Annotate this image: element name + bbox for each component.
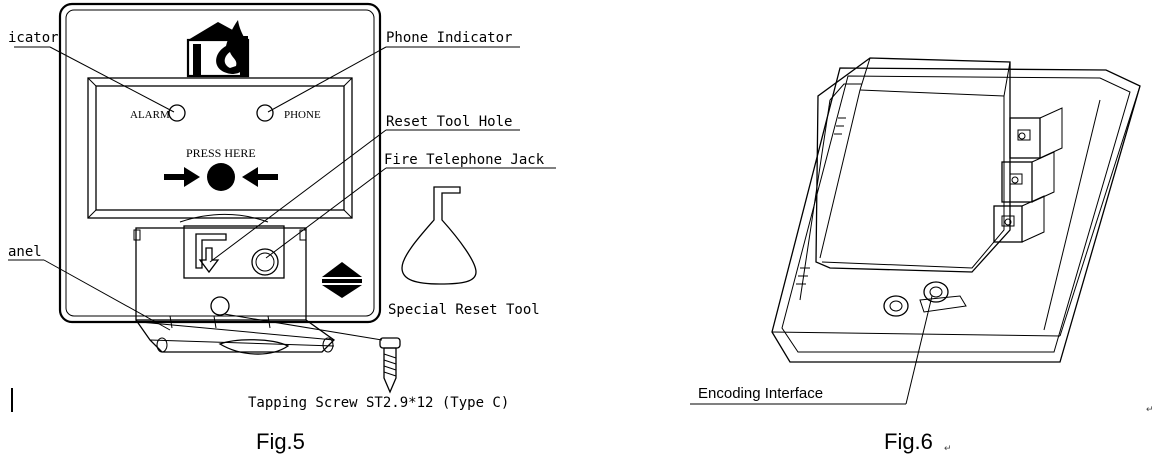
fig5-housing-outer <box>58 2 382 324</box>
press-here-text: PRESS HERE <box>186 146 256 160</box>
arrow-left-icon <box>242 167 278 187</box>
phone-indicator-led <box>256 104 274 122</box>
phone-jack-label: Fire Telephone Jack <box>384 152 545 168</box>
phone-jack-inner <box>255 252 275 272</box>
phone-indicator-text: PHONE <box>284 109 321 121</box>
fig6-corner-mark: ↵ <box>1146 404 1154 414</box>
updown-arrow-icon <box>322 262 362 298</box>
fig5-flap-panel <box>135 315 336 355</box>
fig6-caption-mark: ↵ <box>944 443 952 453</box>
reset-hole-icon <box>195 233 227 274</box>
fig6-base-outline <box>771 67 1141 363</box>
fig6-side-slots <box>796 117 846 285</box>
fig5-cover-frame <box>135 227 307 321</box>
screw-hole <box>210 296 230 316</box>
encoding-interface-port <box>883 281 967 317</box>
press-button <box>207 163 235 191</box>
phone-jack-outer <box>251 248 279 276</box>
house-fire-icon <box>186 20 250 78</box>
reset-tool-label: Special Reset Tool <box>388 302 540 318</box>
fig5-housing-inner <box>65 9 375 317</box>
fig5-caption: Fig.5 <box>256 429 305 454</box>
special-reset-tool-icon <box>401 186 477 285</box>
alarm-indicator-text: ALARM <box>130 109 170 121</box>
screw-label: Tapping Screw ST2.9*12 (Type C) <box>248 395 509 411</box>
fig6-caption: Fig.6 <box>884 429 933 454</box>
fig6-drawing: Encoding Interface Fig.6 ↵ ↵ <box>690 57 1154 454</box>
terminal-block <box>993 107 1063 243</box>
fig5-cover-arch <box>179 214 269 223</box>
arrow-right-icon <box>164 167 200 187</box>
fig6-module-box <box>815 57 1011 273</box>
phone-indicator-label: Phone Indicator <box>386 30 512 46</box>
encoding-interface-label: Encoding Interface <box>698 385 823 402</box>
fig5-window-inner <box>95 85 345 211</box>
reset-hole-label: Reset Tool Hole <box>386 114 512 130</box>
fig5-tool-recess <box>183 225 285 279</box>
panel-label: anel <box>8 244 42 260</box>
alarm-indicator-led <box>168 104 186 122</box>
fig5-drawing: ALARM PHONE PRESS HERE <box>8 2 556 454</box>
tapping-screw-icon <box>379 337 401 394</box>
alarm-indicator-label: icator <box>8 30 59 46</box>
fig5-window-outer <box>87 77 353 219</box>
